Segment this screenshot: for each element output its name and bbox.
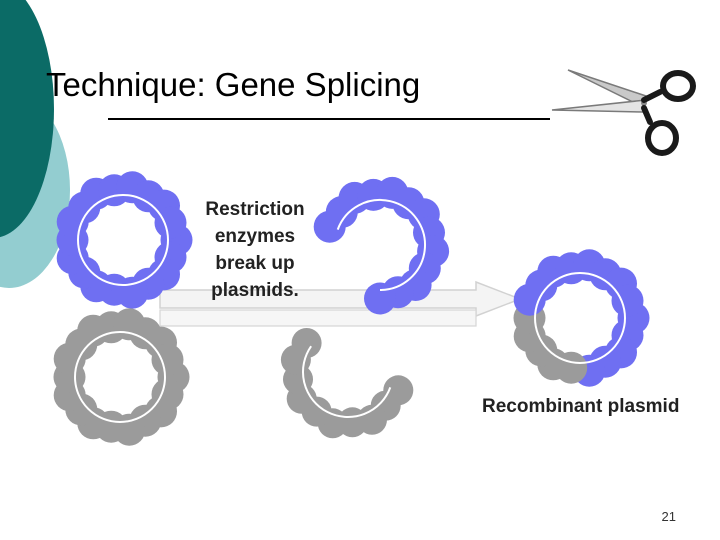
slide-title: Technique: Gene Splicing — [46, 66, 421, 103]
gene-splicing-diagram — [53, 171, 650, 446]
plasmid-blue-cut — [313, 176, 450, 315]
plasmid-bead — [151, 343, 184, 376]
plasmid-strand — [77, 194, 169, 286]
plasmid-bead — [291, 328, 322, 358]
plasmid-bead — [154, 206, 187, 239]
scissors-handle-upper — [660, 70, 696, 102]
plasmid-strand — [302, 345, 392, 418]
scissors-handle-lower — [645, 120, 679, 156]
caption-recombinant-plasmid: Recombinant plasmid — [482, 396, 680, 417]
plasmid-strand — [534, 272, 626, 364]
scissors-icon — [551, 69, 696, 156]
caption-restriction-enzymes: Restriction enzymes break up plasmids. — [205, 199, 305, 301]
slide-number: 21 — [661, 509, 676, 524]
title-underline — [108, 118, 550, 120]
scissors-arm-upper — [641, 89, 663, 103]
plasmid-blue-intact — [56, 171, 193, 309]
scissors-arm-lower — [641, 105, 653, 125]
plasmid-gray-intact — [53, 308, 190, 446]
plasmid-strand — [336, 199, 426, 291]
plasmid-strand — [74, 331, 166, 423]
process-arrow-lower — [159, 309, 477, 327]
plasmid-recombinant — [513, 249, 650, 387]
scissors-blade-lower — [551, 99, 647, 113]
plasmid-bead — [364, 282, 396, 315]
plasmid-gray-cut — [280, 328, 414, 439]
plasmid-bead — [611, 284, 644, 317]
